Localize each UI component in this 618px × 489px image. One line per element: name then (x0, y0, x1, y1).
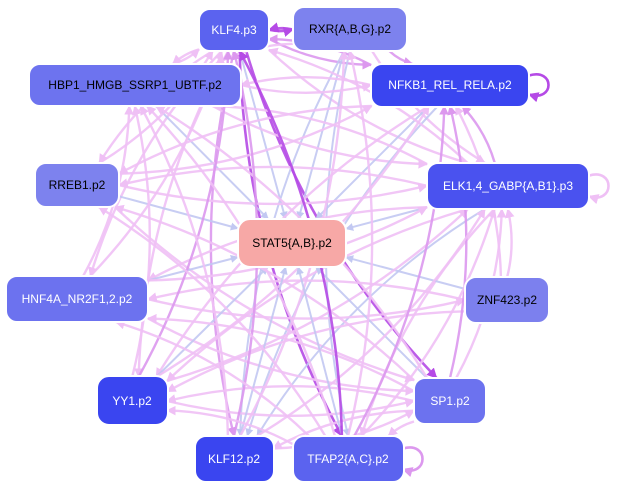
edge-rreb1-to-elk1 (118, 183, 428, 206)
edge-klf12-to-hbp1 (139, 105, 230, 437)
edge-rxr-to-klf4 (267, 22, 294, 33)
edge-hbp1-to-elk1 (212, 104, 428, 169)
node-klf4-box (198, 8, 270, 52)
node-sp1-box (413, 377, 487, 425)
edge-nfkb1-to-rreb1 (118, 104, 372, 175)
edge-nfkb1-to-stat5 (315, 105, 430, 220)
node-rreb1[interactable]: RREB1.p2 (34, 162, 120, 208)
node-hbp1-label: HBP1_HMGB_SSRP1_UBTF.p2 (48, 78, 222, 92)
edge-elk1-to-hbp1 (211, 101, 428, 166)
edge-tfap2-to-hnf4a (115, 319, 310, 437)
node-yy1-box (96, 375, 169, 426)
edge-tfap2-to-yy1 (166, 405, 294, 446)
edge-rreb1-to-nfkb1 (118, 104, 373, 175)
edge-yy1-to-sp1 (166, 398, 415, 417)
edge-yy1-to-stat5 (155, 266, 269, 378)
node-elk1-label: ELK1,4_GABP{A,B1}.p3 (443, 179, 573, 193)
node-elk1-box (426, 162, 590, 210)
edge-klf4-to-elk1 (268, 49, 469, 166)
node-stat5-label: STAT5{A,B}.p2 (252, 236, 332, 250)
edge-tfap2-to-elk1 (360, 208, 497, 437)
node-tfap2[interactable]: TFAP2{A,C}.p2 (292, 435, 405, 483)
node-elk1[interactable]: ELK1,4_GABP{A,B1}.p3 (426, 162, 590, 210)
node-hnf4a-box (5, 275, 149, 323)
node-klf12-box (194, 435, 275, 483)
edge-tfap2-to-rreb1 (97, 205, 327, 437)
node-sp1[interactable]: SP1.p2 (413, 377, 487, 425)
edge-tfap2-to-nfkb1 (353, 105, 449, 437)
node-klf4[interactable]: KLF4.p3 (198, 8, 270, 52)
node-nfkb1-label: NFKB1_REL_RELA.p2 (388, 78, 512, 92)
edge-tfap2-to-rxr (346, 50, 374, 437)
self-loop-nfkb1 (528, 73, 550, 103)
node-klf12[interactable]: KLF12.p2 (194, 435, 275, 483)
node-rreb1-label: RREB1.p2 (49, 178, 106, 192)
node-klf12-label: KLF12.p2 (208, 452, 260, 466)
node-rxr-box (292, 6, 408, 52)
edge-sp1-to-stat5 (315, 266, 428, 379)
edge-sp1-to-rreb1 (114, 204, 415, 382)
edge-hnf4a-to-stat5 (147, 255, 239, 282)
edge-rxr-to-nfkb1 (388, 50, 414, 67)
node-rxr[interactable]: RXR{A,B,G}.p2 (292, 6, 408, 52)
node-tfap2-label: TFAP2{A,C}.p2 (307, 452, 389, 466)
node-znf423[interactable]: ZNF423.p2 (464, 276, 550, 324)
node-nfkb1[interactable]: NFKB1_REL_RELA.p2 (370, 63, 530, 108)
node-yy1[interactable]: YY1.p2 (96, 375, 169, 426)
edge-sp1-to-yy1 (166, 385, 415, 404)
edge-sp1-to-nfkb1 (447, 105, 468, 379)
edge-znf423-to-elk1 (505, 208, 515, 278)
edge-tfap2-to-stat5 (296, 266, 343, 437)
edge-klf12-to-elk1 (256, 208, 486, 438)
node-hbp1-box (28, 63, 242, 107)
node-hnf4a[interactable]: HNF4A_NR2F1,2.p2 (5, 275, 149, 323)
self-loop-tfap2 (402, 446, 424, 478)
node-rreb1-box (34, 162, 120, 208)
edge-hnf4a-to-znf423 (147, 297, 466, 320)
edge-rreb1-to-stat5 (118, 195, 239, 231)
edge-elk1-to-rreb1 (118, 165, 428, 188)
node-stat5[interactable]: STAT5{A,B}.p2 (237, 218, 347, 268)
node-klf4-label: KLF4.p3 (211, 23, 257, 37)
node-znf423-box (464, 276, 550, 324)
edge-elk1-to-nfkb1 (461, 105, 496, 164)
self-loop-elk1 (588, 173, 610, 205)
edge-sp1-to-tfap2 (387, 420, 415, 437)
node-znf423-label: ZNF423.p2 (477, 293, 537, 307)
node-sp1-label: SP1.p2 (430, 394, 470, 408)
node-stat5-box (237, 218, 347, 268)
node-yy1-label: YY1.p2 (112, 394, 152, 408)
edge-znf423-to-stat5 (345, 255, 466, 290)
node-rxr-label: RXR{A,B,G}.p2 (309, 22, 391, 36)
edge-klf12-to-stat5 (239, 266, 288, 437)
node-hnf4a-label: HNF4A_NR2F1,2.p2 (22, 292, 133, 306)
node-tfap2-box (292, 435, 405, 483)
edge-znf423-to-yy1 (166, 310, 466, 393)
edge-yy1-to-elk1 (166, 208, 469, 383)
node-hbp1[interactable]: HBP1_HMGB_SSRP1_UBTF.p2 (28, 63, 242, 107)
node-nfkb1-box (370, 63, 530, 108)
nodes-layer: KLF4.p3 RXR{A,B,G}.p2 HBP1_HMGB_SSRP1_UB… (5, 6, 590, 483)
